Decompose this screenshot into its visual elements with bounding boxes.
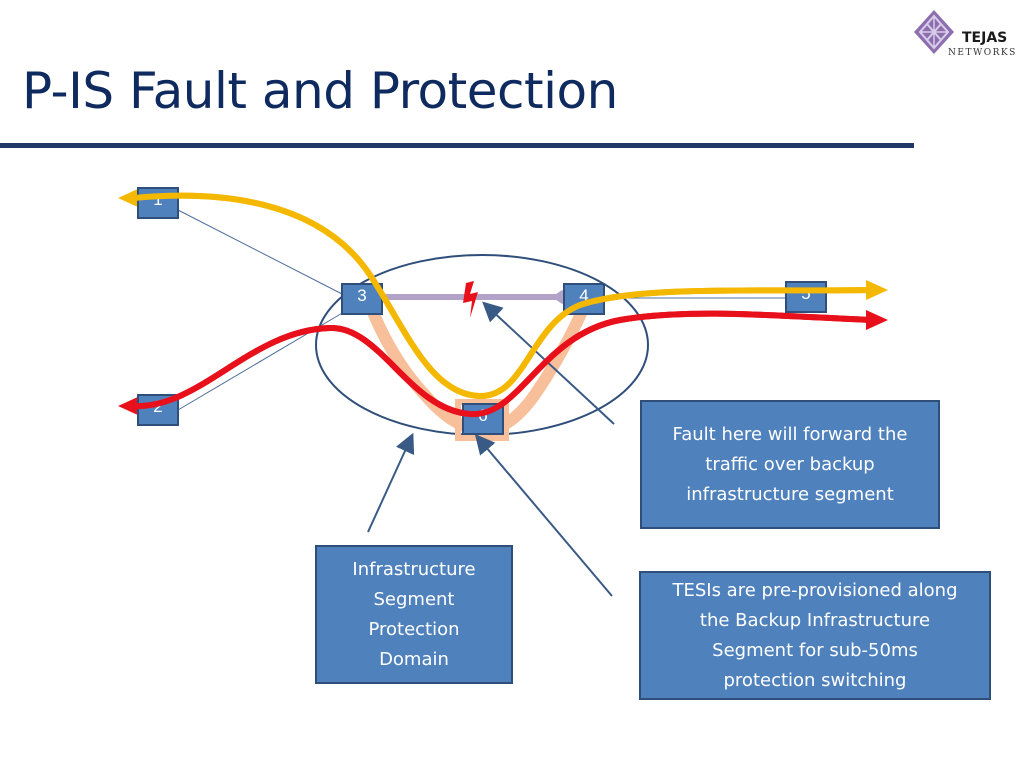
domain-callout-text: Infrastructure Segment Protection Domain bbox=[352, 558, 476, 670]
slide-title: P-IS Fault and Protection bbox=[22, 62, 618, 120]
domain-callout: Infrastructure Segment Protection Domain bbox=[315, 545, 513, 684]
logo-subtitle: NETWORKS bbox=[948, 48, 1017, 58]
company-logo: TEJAS NETWORKS bbox=[912, 8, 1022, 64]
fault-callout: Fault here will forward the traffic over… bbox=[640, 400, 940, 529]
node-4: 4 bbox=[563, 283, 605, 315]
tesi-callout-text: TESIs are pre-provisioned along the Back… bbox=[672, 579, 958, 691]
fault-callout-text: Fault here will forward the traffic over… bbox=[672, 423, 908, 505]
diamond-knot-icon bbox=[914, 10, 954, 54]
tesi-callout: TESIs are pre-provisioned along the Back… bbox=[639, 571, 991, 700]
link-1-3 bbox=[177, 209, 345, 296]
yellow-arrowhead-right bbox=[866, 280, 888, 300]
node-5: 5 bbox=[785, 281, 827, 313]
red-arrowhead-right bbox=[866, 310, 888, 330]
node-3: 3 bbox=[341, 283, 383, 315]
title-underline bbox=[0, 143, 914, 148]
node-6: 6 bbox=[462, 403, 504, 435]
domain-pointer-arrow bbox=[367, 432, 415, 533]
node-2: 2 bbox=[137, 394, 179, 426]
logo-name: TEJAS bbox=[962, 30, 1008, 46]
node-1: 1 bbox=[137, 187, 179, 219]
tesi-pointer-arrow bbox=[474, 433, 613, 597]
